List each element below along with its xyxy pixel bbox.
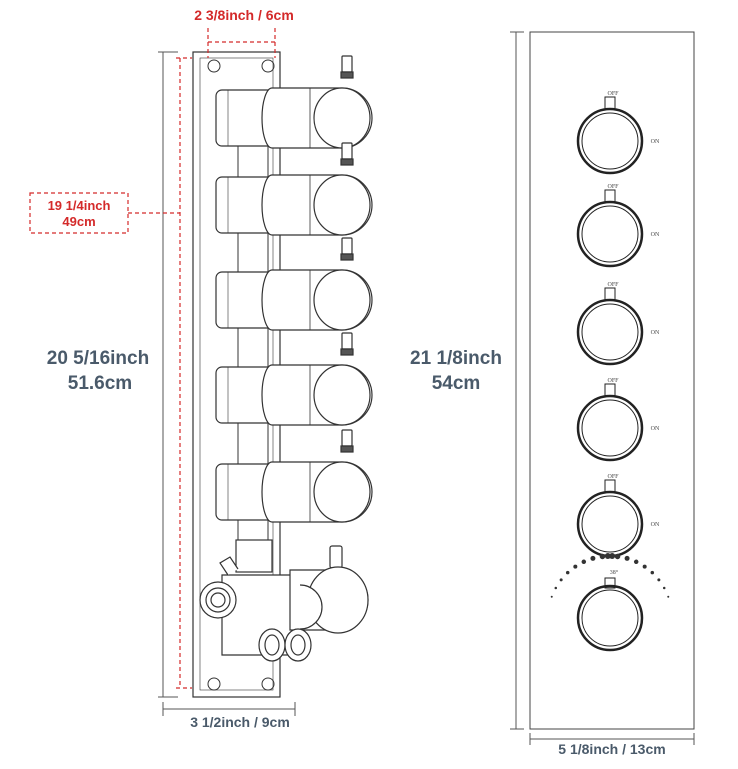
inner-height-dimension [29,57,192,689]
body-width-dimension [162,702,296,716]
scale-dot [604,553,611,560]
inner-height-inch-label: 19 1/4inch [48,198,111,213]
scale-dot [573,564,578,569]
on-label: ON [651,139,660,145]
scale-dot [633,559,639,565]
off-label: OFF [607,474,619,480]
scale-dot [599,553,606,560]
scale-dot [550,595,553,598]
side-valve-cartridge [215,429,373,523]
off-label: OFF [607,282,619,288]
on-label: ON [651,232,660,238]
scale-dot [650,570,655,575]
top-width-label: 2 3/8inch / 6cm [194,7,294,23]
scale-dot [559,578,563,582]
side-valve-cartridge [215,55,373,149]
body-height-dimension [158,51,178,698]
side-valve-cartridge [215,332,373,426]
side-valve-cartridge [215,237,373,331]
top-width-dimension [207,28,276,58]
plate-height-dimension [510,31,524,730]
body-width-label: 3 1/2inch / 9cm [190,714,290,730]
scale-dot [554,586,558,590]
front-valve-handle [576,96,644,175]
plate-width-dimension [529,733,695,745]
thermostat-temperature-label: 38° [610,569,619,576]
scale-dot [565,570,570,575]
plate-height-inch-label: 21 1/8inch [410,348,502,369]
off-label: OFF [607,184,619,190]
off-label: OFF [607,91,619,97]
on-label: ON [651,522,660,528]
off-label: OFF [607,378,619,384]
scale-dot [581,559,587,565]
front-valve-handle [576,287,644,366]
thermostat-handle [576,577,644,652]
on-label: ON [651,426,660,432]
scale-dot [642,564,647,569]
front-valve-handle [576,189,644,268]
body-height-inch-label: 20 5/16inch [47,348,149,369]
scale-dot [667,595,670,598]
body-height-cm-label: 51.6cm [68,373,132,394]
temperature-scale [550,553,670,598]
inner-height-cm-label: 49cm [62,214,95,229]
thermostatic-valve-body [199,539,369,662]
valve-stack [215,55,373,523]
on-label: ON [651,330,660,336]
scale-dot [624,555,630,561]
front-valve-handle [576,383,644,462]
scale-dot [662,586,666,590]
front-plate [529,31,695,730]
scale-dot [609,553,616,560]
scale-dot [657,578,661,582]
scale-dot [614,553,621,560]
plate-height-cm-label: 54cm [432,373,481,394]
scale-dot [590,555,596,561]
side-valve-cartridge [215,142,373,236]
plate-width-label: 5 1/8inch / 13cm [558,741,665,757]
